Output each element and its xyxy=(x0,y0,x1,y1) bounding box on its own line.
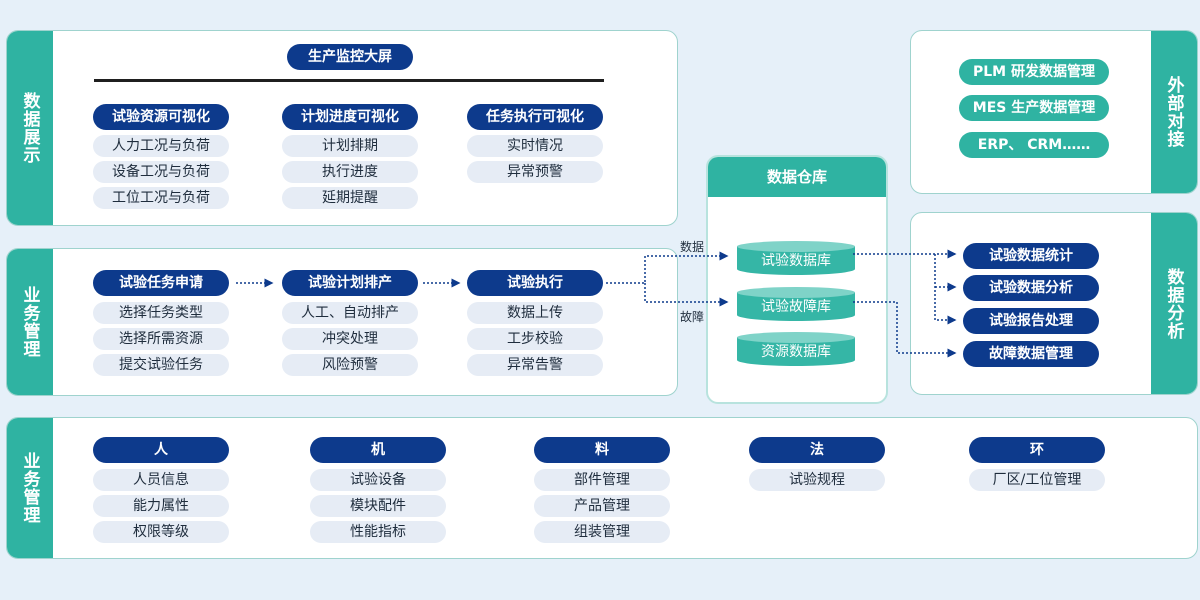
external-panel: 外部对接 PLM 研发数据管理 MES 生产数据管理 ERP、 CRM…… xyxy=(910,30,1198,194)
flow-step2-title[interactable]: 试验计划排产 xyxy=(282,270,418,296)
mgmt-people-title[interactable]: 人 xyxy=(93,437,229,463)
mgmt-environment-title[interactable]: 环 xyxy=(969,437,1105,463)
data-warehouse-panel: 数据仓库 试验数据库 试验故障库 资源数据库 xyxy=(706,155,888,404)
warehouse-title: 数据仓库 xyxy=(766,168,827,186)
display-col3-title[interactable]: 任务执行可视化 xyxy=(467,104,603,130)
display-col2-item[interactable]: 计划排期 xyxy=(282,135,418,157)
mgmt-material-item[interactable]: 组装管理 xyxy=(534,521,670,543)
data-display-panel: 数据展示 生产监控大屏 试验资源可视化 人力工况与负荷 设备工况与负荷 工位工况… xyxy=(6,30,678,226)
flow-step2-item[interactable]: 风险预警 xyxy=(282,354,418,376)
flow-step3-item[interactable]: 工步校验 xyxy=(467,328,603,350)
mgmt-machine-item[interactable]: 试验设备 xyxy=(310,469,446,491)
analysis-item[interactable]: 试验数据分析 xyxy=(963,275,1099,301)
display-col1-item[interactable]: 人力工况与负荷 xyxy=(93,135,229,157)
flow-step3-item[interactable]: 数据上传 xyxy=(467,302,603,324)
mgmt-material-item[interactable]: 部件管理 xyxy=(534,469,670,491)
flow-step3-title[interactable]: 试验执行 xyxy=(467,270,603,296)
analysis-panel: 数据分析 试验数据统计 试验数据分析 试验报告处理 故障数据管理 xyxy=(910,212,1198,395)
business-flow-side-label: 业务管理 xyxy=(7,249,53,395)
mgmt-environment-item[interactable]: 厂区/工位管理 xyxy=(969,469,1105,491)
flow-step1-item[interactable]: 选择所需资源 xyxy=(93,328,229,350)
analysis-side-label: 数据分析 xyxy=(1151,213,1197,394)
fault-database[interactable]: 试验故障库 xyxy=(737,287,855,321)
mgmt-machine-item[interactable]: 性能指标 xyxy=(310,521,446,543)
fault-flow-label: 故障 xyxy=(680,310,705,324)
mgmt-people-item[interactable]: 人员信息 xyxy=(93,469,229,491)
test-database-label: 试验数据库 xyxy=(761,253,831,269)
title-rule xyxy=(94,79,604,82)
display-col2-item[interactable]: 延期提醒 xyxy=(282,187,418,209)
flow-step1-item[interactable]: 选择任务类型 xyxy=(93,302,229,324)
data-flow-label: 数据 xyxy=(680,240,705,254)
analysis-item[interactable]: 试验报告处理 xyxy=(963,308,1099,334)
data-display-side-label: 数据展示 xyxy=(7,31,53,225)
resource-database-label: 资源数据库 xyxy=(761,344,831,360)
mgmt-machine-item[interactable]: 模块配件 xyxy=(310,495,446,517)
flow-step2-item[interactable]: 人工、自动排产 xyxy=(282,302,418,324)
display-col3-item[interactable]: 实时情况 xyxy=(467,135,603,157)
display-col2-item[interactable]: 执行进度 xyxy=(282,161,418,183)
fault-database-label: 试验故障库 xyxy=(761,299,831,315)
display-col3-item[interactable]: 异常预警 xyxy=(467,161,603,183)
mgmt-method-title[interactable]: 法 xyxy=(749,437,885,463)
flow-step2-item[interactable]: 冲突处理 xyxy=(282,328,418,350)
display-col1-title[interactable]: 试验资源可视化 xyxy=(93,104,229,130)
mgmt-people-item[interactable]: 权限等级 xyxy=(93,521,229,543)
flow-step1-title[interactable]: 试验任务申请 xyxy=(93,270,229,296)
mgmt-method-item[interactable]: 试验规程 xyxy=(749,469,885,491)
external-side-label: 外部对接 xyxy=(1151,31,1197,193)
display-col1-item[interactable]: 工位工况与负荷 xyxy=(93,187,229,209)
plm-integration[interactable]: PLM 研发数据管理 xyxy=(959,59,1109,85)
monitor-screen-title[interactable]: 生产监控大屏 xyxy=(287,44,413,70)
flow-step1-item[interactable]: 提交试验任务 xyxy=(93,354,229,376)
display-col2-title[interactable]: 计划进度可视化 xyxy=(282,104,418,130)
resource-mgmt-panel: 业务管理 人 人员信息 能力属性 权限等级 机 试验设备 模块配件 性能指标 料… xyxy=(6,417,1198,559)
display-col1-item[interactable]: 设备工况与负荷 xyxy=(93,161,229,183)
business-flow-panel: 业务管理 试验任务申请 选择任务类型 选择所需资源 提交试验任务 试验计划排产 … xyxy=(6,248,678,396)
resource-database[interactable]: 资源数据库 xyxy=(737,332,855,366)
flow-step3-item[interactable]: 异常告警 xyxy=(467,354,603,376)
mgmt-machine-title[interactable]: 机 xyxy=(310,437,446,463)
warehouse-header: 数据仓库 xyxy=(708,157,886,197)
resource-mgmt-side-label: 业务管理 xyxy=(7,418,53,558)
erp-crm-integration[interactable]: ERP、 CRM…… xyxy=(959,132,1109,158)
mes-integration[interactable]: MES 生产数据管理 xyxy=(959,95,1109,121)
analysis-item[interactable]: 故障数据管理 xyxy=(963,341,1099,367)
test-database[interactable]: 试验数据库 xyxy=(737,241,855,275)
mgmt-people-item[interactable]: 能力属性 xyxy=(93,495,229,517)
mgmt-material-item[interactable]: 产品管理 xyxy=(534,495,670,517)
analysis-item[interactable]: 试验数据统计 xyxy=(963,243,1099,269)
mgmt-material-title[interactable]: 料 xyxy=(534,437,670,463)
